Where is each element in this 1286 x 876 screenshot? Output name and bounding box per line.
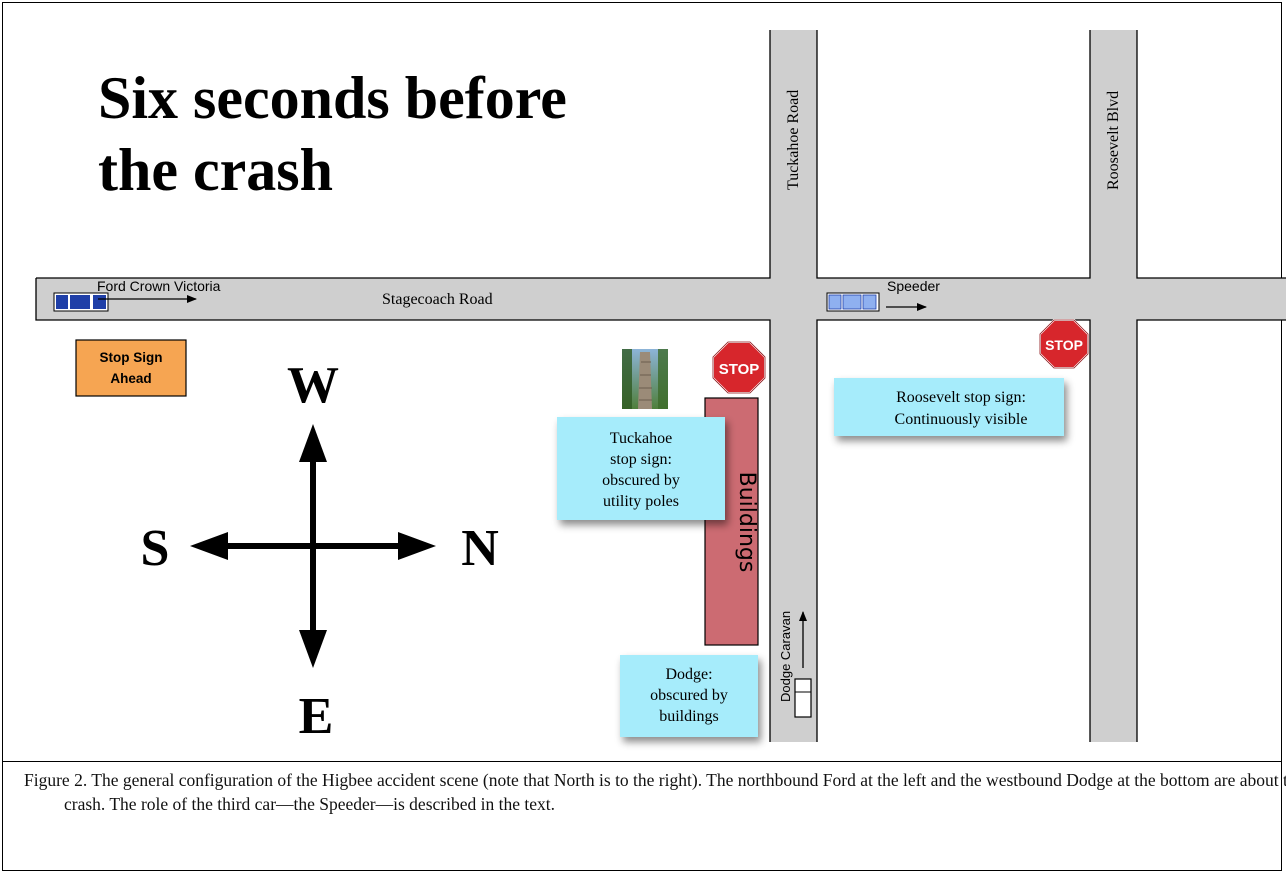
stop-sign-ahead-sign: Stop Sign Ahead: [75, 339, 187, 397]
speeder-vehicle: [826, 292, 880, 312]
compass-w-label: W: [287, 357, 339, 414]
stagecoach-road-label: Stagecoach Road: [382, 291, 493, 308]
title-line-1: Six seconds before: [98, 65, 567, 131]
stop-sign-ahead-line-1: Stop Sign: [100, 350, 163, 365]
dodge-caravan-vehicle: [794, 678, 812, 718]
utility-pole-photo-icon: [622, 349, 668, 409]
tuckahoe-stop-text: STOP: [719, 361, 760, 378]
tuckahoe-callout-line-1: Tuckahoe: [610, 430, 673, 447]
tuckahoe-callout: Tuckahoe stop sign: obscured by utility …: [557, 417, 725, 520]
figure-caption: Figure 2. The general configuration of t…: [24, 770, 1286, 814]
tuckahoe-callout-line-2: stop sign:: [610, 451, 672, 468]
south-arrowhead-icon: [190, 532, 228, 560]
tuckahoe-road: [770, 30, 817, 742]
roosevelt-stop-text: STOP: [1045, 337, 1083, 353]
compass-rose: W S N E: [141, 357, 499, 745]
compass-n-label: N: [461, 520, 499, 577]
dodge-callout-line-3: buildings: [659, 708, 719, 725]
caption-divider: [2, 761, 1282, 762]
stagecoach-road: [36, 278, 1286, 320]
buildings-label: Buildings: [734, 472, 759, 573]
dodge-callout-line-2: obscured by: [650, 687, 728, 704]
roosevelt-blvd: [1090, 30, 1137, 742]
roosevelt-callout: Roosevelt stop sign: Continuously visibl…: [834, 378, 1064, 436]
ford-label: Ford Crown Victoria: [97, 278, 221, 294]
west-arrowhead-icon: [299, 424, 327, 462]
roosevelt-callout-line-2: Continuously visible: [895, 411, 1028, 428]
road-network: [35, 30, 1286, 742]
speeder-label: Speeder: [887, 278, 940, 294]
dodge-callout: Dodge: obscured by buildings: [620, 655, 758, 737]
tuckahoe-callout-line-4: utility poles: [603, 493, 679, 510]
roosevelt-blvd-label: Roosevelt Blvd: [1105, 91, 1122, 190]
title-line-2: the crash: [98, 137, 333, 203]
east-arrowhead-icon: [299, 630, 327, 668]
compass-s-label: S: [141, 520, 170, 577]
compass-e-label: E: [299, 688, 334, 745]
north-arrowhead-icon: [398, 532, 436, 560]
dodge-label: Dodge Caravan: [778, 611, 793, 702]
accident-diagram: Six seconds before the crash Stagecoach …: [35, 30, 1286, 745]
roosevelt-stop-sign-icon: STOP: [1039, 319, 1089, 369]
stop-sign-ahead-line-2: Ahead: [110, 371, 151, 386]
ford-crown-victoria-vehicle: [53, 292, 109, 312]
tuckahoe-stop-sign-icon: STOP: [712, 341, 766, 394]
dodge-callout-line-1: Dodge:: [665, 666, 712, 683]
roosevelt-callout-line-1: Roosevelt stop sign:: [896, 389, 1026, 406]
tuckahoe-road-label: Tuckahoe Road: [785, 90, 802, 190]
tuckahoe-callout-line-3: obscured by: [602, 472, 680, 489]
